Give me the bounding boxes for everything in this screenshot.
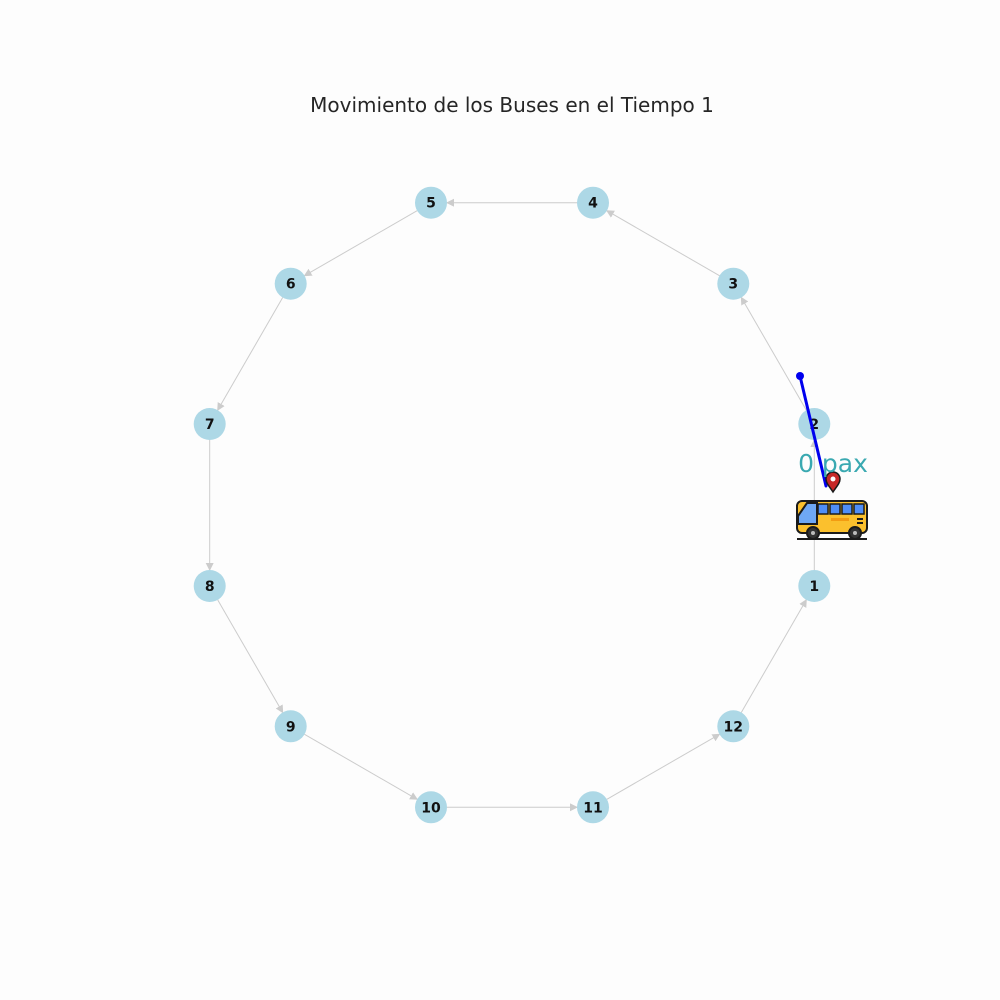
node-label: 11 — [583, 800, 602, 816]
node-label: 10 — [421, 800, 441, 816]
bus-passenger-count: 0 pax — [798, 449, 868, 478]
bus-icon — [796, 500, 868, 540]
active-route — [796, 372, 828, 488]
node-label: 7 — [205, 417, 215, 433]
edge-8-9 — [217, 599, 284, 714]
node-circle — [415, 186, 447, 219]
node-8: 8 — [193, 570, 226, 602]
node-label: 5 — [426, 196, 436, 212]
edge-11-12 — [606, 733, 721, 800]
edge-3-4 — [606, 210, 720, 277]
node-circle — [274, 267, 307, 300]
node-4: 4 — [577, 186, 609, 219]
node-11: 11 — [577, 791, 609, 824]
node-circle — [717, 710, 750, 743]
node-label: 4 — [588, 196, 598, 212]
active-route-line — [798, 374, 828, 488]
node-circle — [717, 267, 750, 300]
route-origin-dot — [796, 372, 804, 380]
node-label: 3 — [728, 277, 738, 293]
node-circle — [193, 408, 226, 440]
node-circle — [193, 570, 226, 602]
edge-2-3 — [740, 296, 807, 411]
edge-6-7 — [217, 297, 284, 411]
node-1: 1 — [798, 570, 831, 602]
node-2: 2 — [798, 408, 831, 440]
node-3: 3 — [717, 267, 750, 300]
node-5: 5 — [415, 186, 447, 219]
edge-9-10 — [304, 733, 418, 800]
node-circle — [415, 791, 447, 824]
node-10: 10 — [415, 791, 447, 824]
node-circle — [798, 570, 831, 602]
diagram-title: Movimiento de los Buses en el Tiempo 1 — [310, 93, 714, 117]
node-circle — [577, 186, 609, 219]
node-label: 2 — [809, 417, 819, 433]
node-circle — [798, 408, 831, 440]
node-label: 6 — [286, 277, 296, 293]
node-label: 12 — [724, 719, 743, 735]
node-label: 8 — [205, 579, 215, 595]
node-9: 9 — [274, 710, 307, 743]
location-pin-icon — [825, 471, 841, 494]
edge-5-6 — [303, 210, 418, 277]
node-label: 1 — [809, 579, 819, 595]
node-label: 9 — [286, 719, 296, 735]
node-circle — [274, 710, 307, 743]
node-12: 12 — [717, 710, 750, 743]
edges-layer — [205, 198, 819, 812]
node-7: 7 — [193, 408, 226, 440]
node-circle — [577, 791, 609, 824]
node-6: 6 — [274, 267, 307, 300]
edge-12-1 — [740, 599, 807, 713]
